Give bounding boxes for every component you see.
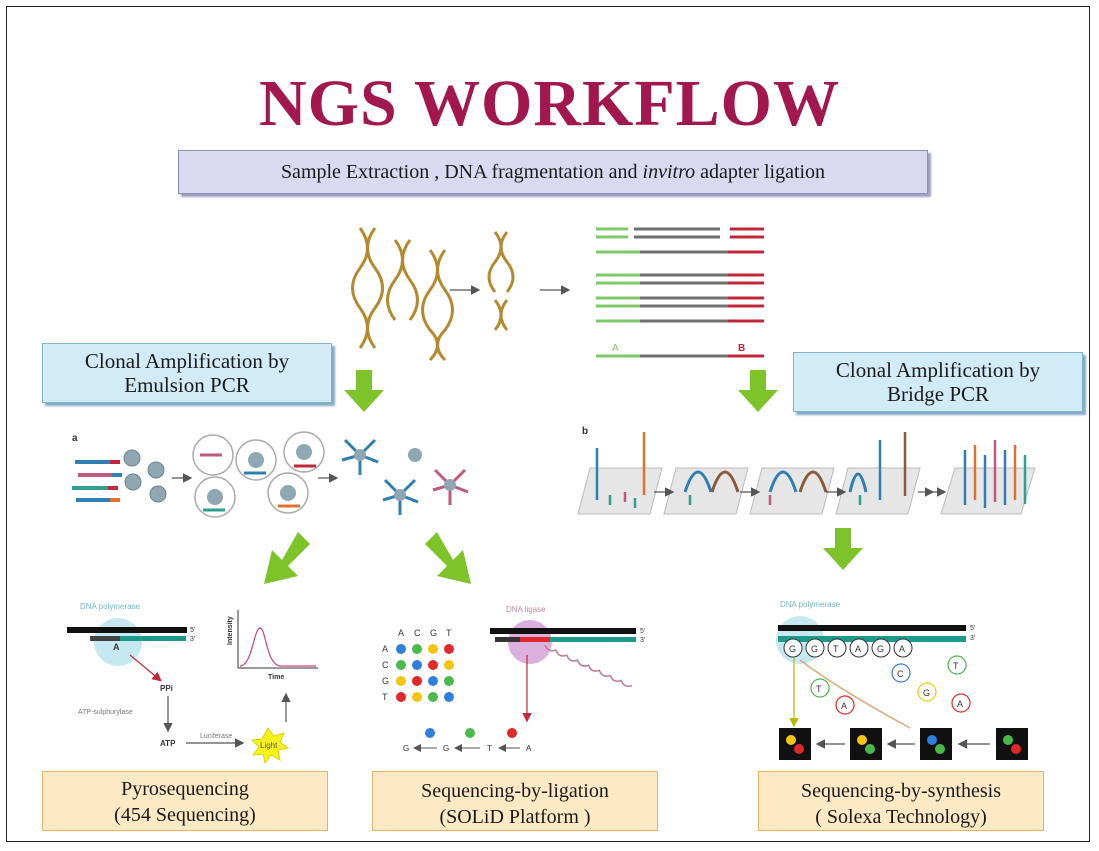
free-base: A — [841, 701, 847, 711]
down-right-arrow-icon — [425, 532, 471, 584]
page-title: NGS WORKFLOW — [258, 67, 841, 140]
emulsion-box-line2: Emulsion PCR — [124, 373, 250, 397]
bridge-box-line1: Clonal Amplification by — [835, 358, 1041, 382]
chain-base: A — [526, 744, 532, 753]
synthesis-illustration: DNA polymerase 5' 3' G G T A G A C T T G — [776, 600, 1028, 760]
free-base: A — [957, 699, 963, 709]
free-base: C — [897, 669, 904, 679]
intensity-plot: Intensity Time — [227, 610, 318, 681]
strand-base: T — [833, 644, 839, 654]
cluster-images — [779, 728, 1028, 760]
ligation-3-prime: 3' — [640, 637, 645, 644]
emulsion-pcr-illustration: a — [72, 431, 469, 518]
panel-b-label: b — [582, 426, 588, 437]
panel-a-label: a — [72, 433, 78, 444]
ligation-box: Sequencing-by-ligation (SOLiD Platform ) — [372, 771, 658, 831]
dna-helix-group — [351, 227, 515, 362]
down-arrow-icon — [344, 370, 384, 412]
ligation-row-label: G — [382, 676, 389, 686]
ligation-col-label: A — [398, 628, 404, 638]
ligation-row-label: A — [382, 644, 388, 654]
synthesis-3-prime: 3' — [970, 635, 975, 642]
template-strand — [67, 627, 187, 633]
intensity-axis-label: Intensity — [227, 616, 234, 645]
dna-helix-icon — [487, 231, 503, 293]
ligation-box-line2: (SOLiD Platform ) — [439, 806, 591, 828]
top-box-suffix: adapter ligation — [695, 161, 826, 183]
emulsion-box-line1: Clonal Amplification by — [84, 349, 290, 373]
strand-base: G — [877, 644, 884, 654]
synthesis-box-line2: ( Solexa Technology) — [815, 806, 987, 828]
light-burst-icon — [250, 727, 290, 765]
light-label: Light — [260, 741, 278, 750]
adapter-fragments — [596, 227, 764, 358]
down-arrow-icon — [738, 370, 778, 412]
strand-base: A — [855, 644, 861, 654]
sample-extraction-box: Sample Extraction , DNA fragmentation an… — [178, 150, 928, 194]
free-base: G — [923, 688, 930, 698]
pyro-box-line2: (454 Sequencing) — [114, 804, 256, 826]
dna-helix-icon — [499, 231, 515, 293]
flow-arrows — [264, 370, 863, 584]
chain-base: G — [403, 744, 409, 753]
ligase-label: DNA ligase — [506, 605, 546, 614]
dna-helix-icon — [366, 227, 384, 349]
down-arrow-icon — [823, 528, 863, 570]
luciferase-label: Luciferase — [200, 733, 232, 740]
ligation-row-label: T — [382, 692, 388, 702]
adapter-a-label: A — [612, 343, 619, 354]
atp-sulphurylase-label: ATP-sulphurylase — [78, 709, 133, 716]
synthesis-box: Sequencing-by-synthesis ( Solexa Technol… — [758, 771, 1044, 831]
ppi-label: PPi — [160, 684, 173, 693]
ligation-box-line1: Sequencing-by-ligation — [421, 780, 609, 802]
synthesis-box-line1: Sequencing-by-synthesis — [801, 780, 1001, 802]
bridge-box-line2: Bridge PCR — [886, 382, 990, 406]
free-base: T — [953, 661, 959, 671]
dna-helix-icon — [421, 249, 439, 362]
ligation-col-label: T — [446, 628, 452, 638]
atp-label: ATP — [160, 739, 176, 748]
dna-helix-icon — [401, 239, 419, 321]
strand-base: G — [789, 644, 796, 654]
color-matrix — [396, 644, 454, 702]
dna-helix-icon — [499, 299, 509, 331]
ligation-col-label: G — [430, 628, 437, 638]
strand-base: A — [899, 644, 905, 654]
time-axis-label: Time — [268, 674, 284, 681]
probe-tail — [544, 644, 633, 688]
dna-helix-icon — [436, 249, 454, 362]
chain-base: G — [443, 744, 449, 753]
pyro-base-label: A — [113, 642, 120, 652]
pyrosequencing-illustration: DNA polymerase 5' 3' A PPi ATP-sulphuryl… — [67, 602, 318, 765]
dna-helix-icon — [386, 239, 404, 321]
adapter-b-label: B — [738, 343, 745, 354]
bridge-pcr-illustration: b — [577, 426, 1036, 515]
synthesis-enzyme-label: DNA polymerase — [780, 600, 841, 609]
ligation-col-label: C — [414, 628, 421, 638]
dna-helix-icon — [351, 227, 369, 349]
top-box-prefix: Sample Extraction , DNA fragmentation an… — [280, 161, 643, 183]
emulsion-pcr-box: Clonal Amplification by Emulsion PCR — [42, 343, 332, 403]
ligation-row-label: C — [382, 660, 389, 670]
synthesis-5-prime: 5' — [970, 625, 975, 632]
pyrosequencing-box: Pyrosequencing (454 Sequencing) — [42, 771, 328, 831]
slide-frame — [6, 6, 1090, 842]
strand-base: G — [811, 644, 818, 654]
chain-base: T — [487, 744, 492, 753]
pyro-enzyme-label: DNA polymerase — [80, 602, 141, 611]
top-box-italic: invitro — [642, 161, 696, 183]
pyro-3-prime: 3' — [190, 636, 195, 643]
ligation-5-prime: 5' — [640, 628, 645, 635]
down-left-arrow-icon — [264, 532, 310, 584]
pyro-box-line1: Pyrosequencing — [121, 778, 249, 800]
bridge-pcr-box: Clonal Amplification by Bridge PCR — [793, 352, 1083, 412]
free-base: T — [816, 684, 822, 694]
ligation-illustration: A C G T A C G T DNA ligase 5' 3' G G T — [382, 605, 645, 753]
primer-strand — [120, 636, 186, 641]
pyro-5-prime: 5' — [190, 627, 195, 634]
